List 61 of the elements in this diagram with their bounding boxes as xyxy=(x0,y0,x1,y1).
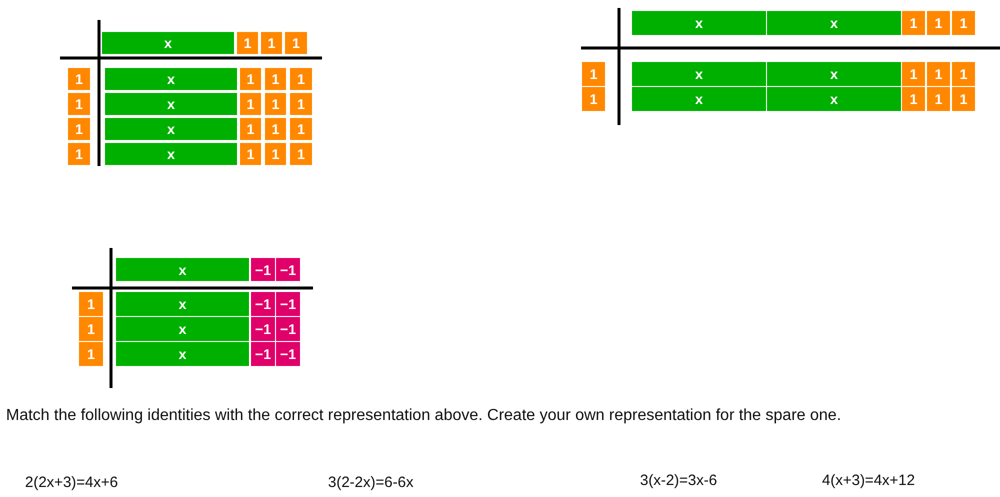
identity-equation: 2(2x+3)=4x+6 xyxy=(25,474,118,491)
unit-tile: 1 xyxy=(68,68,90,90)
unit-tile: 1 xyxy=(240,143,261,165)
unit-tile: 1 xyxy=(927,11,950,35)
unit-tile: 1 xyxy=(927,87,950,111)
unit-tile: 1 xyxy=(952,11,975,35)
unit-tile: 1 xyxy=(927,62,950,86)
unit-tile: 1 xyxy=(240,93,261,115)
unit-tile: 1 xyxy=(79,292,103,316)
unit-tile: 1 xyxy=(582,87,605,111)
unit-tile: 1 xyxy=(952,62,975,86)
unit-tile: 1 xyxy=(285,32,307,54)
negative-unit-tile: −1 xyxy=(251,258,275,281)
unit-tile: 1 xyxy=(79,342,103,366)
unit-tile: 1 xyxy=(68,93,90,115)
negative-unit-tile: −1 xyxy=(251,342,275,366)
unit-tile: 1 xyxy=(265,68,286,90)
unit-tile: 1 xyxy=(261,32,282,54)
unit-tile: 1 xyxy=(290,118,312,140)
x-tile: x xyxy=(102,32,234,54)
unit-tile: 1 xyxy=(240,68,261,90)
negative-unit-tile: −1 xyxy=(276,258,300,281)
negative-unit-tile: −1 xyxy=(276,292,300,316)
unit-tile: 1 xyxy=(582,62,605,86)
x-tile: x xyxy=(105,143,237,165)
unit-tile: 1 xyxy=(79,317,103,341)
x-tile: x xyxy=(632,62,766,86)
x-tile: x xyxy=(767,62,901,86)
unit-tile: 1 xyxy=(240,118,261,140)
unit-tile: 1 xyxy=(290,143,312,165)
identity-equation: 3(x-2)=3x-6 xyxy=(640,472,718,489)
x-tile: x xyxy=(116,258,249,281)
negative-unit-tile: −1 xyxy=(276,342,300,366)
x-tile: x xyxy=(116,292,249,316)
unit-tile: 1 xyxy=(265,143,286,165)
x-tile: x xyxy=(767,11,901,35)
x-tile: x xyxy=(632,11,766,35)
unit-tile: 1 xyxy=(265,93,286,115)
unit-tile: 1 xyxy=(902,87,925,111)
x-tile: x xyxy=(105,118,237,140)
negative-unit-tile: −1 xyxy=(276,317,300,341)
x-tile: x xyxy=(105,93,237,115)
unit-tile: 1 xyxy=(902,62,925,86)
identity-equation: 4(x+3)=4x+12 xyxy=(822,472,915,489)
unit-tile: 1 xyxy=(237,32,258,54)
unit-tile: 1 xyxy=(265,118,286,140)
instruction-text: Match the following identities with the correct representation above. Create your own representation for the spare one. xyxy=(6,407,842,425)
unit-tile: 1 xyxy=(902,11,925,35)
x-tile: x xyxy=(116,317,249,341)
unit-tile: 1 xyxy=(68,118,90,140)
unit-tile: 1 xyxy=(68,143,90,165)
unit-tile: 1 xyxy=(952,87,975,111)
unit-tile: 1 xyxy=(290,93,312,115)
negative-unit-tile: −1 xyxy=(251,317,275,341)
x-tile: x xyxy=(767,87,901,111)
x-tile: x xyxy=(116,342,249,366)
unit-tile: 1 xyxy=(290,68,312,90)
identity-equation: 3(2-2x)=6-6x xyxy=(328,474,414,491)
x-tile: x xyxy=(105,68,237,90)
negative-unit-tile: −1 xyxy=(251,292,275,316)
x-tile: x xyxy=(632,87,766,111)
